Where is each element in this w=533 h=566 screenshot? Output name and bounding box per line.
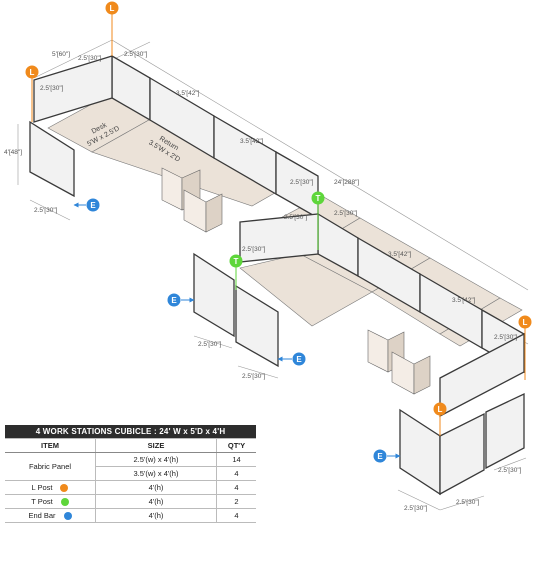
- end-bar-markers: E E E E: [73, 198, 401, 463]
- l-post-item: L Post: [5, 480, 96, 495]
- svg-text:T: T: [234, 257, 239, 266]
- t-post-badge-1: [311, 191, 325, 205]
- svg-text:L: L: [30, 68, 35, 77]
- table-row: 3.5'(w) x 4'(h) 4: [5, 466, 256, 481]
- l-post-badge-4: [433, 402, 447, 416]
- dim-top-30-c: 2.5'[30"]: [290, 179, 314, 186]
- panel-end-left: [29, 120, 75, 198]
- t-post-label: T Post: [31, 496, 53, 506]
- dim-top-42-b: 3.5'[42"]: [240, 138, 264, 145]
- t-post-dot-icon: [60, 498, 69, 506]
- end-bar-dot-icon: [63, 512, 72, 520]
- dim-mid-42-a: 3.5'[42"]: [388, 251, 412, 258]
- table-title: 4 WORK STATIONS CUBICLE : 24' W x 5'D x …: [5, 425, 256, 439]
- svg-text:L: L: [438, 405, 443, 414]
- qty-cell: 4: [216, 480, 256, 495]
- qty-cell: 2: [216, 494, 256, 509]
- l-post-badge-1: [105, 1, 119, 15]
- end-bar-label: End Bar: [28, 510, 56, 520]
- svg-text:E: E: [90, 201, 96, 210]
- t-post-item: T Post: [5, 494, 96, 509]
- parts-table: 4 WORK STATIONS CUBICLE : 24' W x 5'D x …: [5, 425, 256, 523]
- panel-mid-divider: [239, 213, 319, 263]
- table-row: End Bar 4'(h) 4: [5, 508, 256, 523]
- end-bar-badge-2: [167, 293, 181, 307]
- dim-mid-30-a: 2.5'[30"]: [334, 210, 358, 217]
- end-bar-badge-1: [86, 198, 100, 212]
- l-post-dot-icon: [60, 484, 69, 492]
- header-size: SIZE: [95, 438, 217, 453]
- dim-right-30-b: 2.5'[30"]: [498, 467, 522, 474]
- panel-end-right-a: [399, 408, 441, 496]
- size-cell: 4'(h): [95, 508, 217, 523]
- dim-left-30: 2.5'[30"]: [40, 85, 64, 92]
- t-post-markers: T T: [229, 191, 325, 290]
- svg-text:E: E: [296, 355, 302, 364]
- dim-top-30-a: 2.5'[30"]: [78, 55, 102, 62]
- dim-bottom-mid-30-b: 2.5'[30"]: [242, 373, 266, 380]
- fabric-panel-label: Fabric Panel: [5, 452, 96, 481]
- panel-end-mid-b: [235, 284, 279, 368]
- dim-mid-30-b: 2.5'[30"]: [284, 214, 308, 221]
- pedestal-3: [367, 329, 389, 373]
- dim-bottom-left-30: 2.5'[30"]: [34, 207, 58, 214]
- header-item: ITEM: [5, 438, 96, 453]
- panel-left-1: [33, 55, 113, 123]
- panel-end-right-b: [439, 412, 485, 496]
- size-cell: 3.5'(w) x 4'(h): [95, 466, 217, 481]
- front-panels: [29, 120, 525, 496]
- pedestals: [161, 167, 431, 395]
- qty-cell: 4: [216, 508, 256, 523]
- end-bar-badge-4: [373, 449, 387, 463]
- table-row: Fabric Panel 2.5'(w) x 4'(h) 14: [5, 452, 256, 481]
- l-post-badge-2: [25, 65, 39, 79]
- end-bar-badge-3: [292, 352, 306, 366]
- svg-text:E: E: [171, 296, 177, 305]
- dim-height-48: 4'[48"]: [4, 149, 22, 156]
- panel-end-mid-a: [193, 252, 235, 338]
- size-cell: 4'(h): [95, 480, 217, 495]
- table-header-row: ITEM SIZE QT'Y: [5, 438, 256, 453]
- table-row: T Post 4'(h) 2: [5, 494, 256, 509]
- size-cell: 2.5'(w) x 4'(h): [95, 452, 217, 467]
- dim-top-42-a: 3.5'[42"]: [176, 90, 200, 97]
- size-cell: 4'(h): [95, 494, 217, 509]
- end-bar-item: End Bar: [5, 508, 96, 523]
- dim-bottom-right-30-b: 2.5'[30"]: [456, 499, 480, 506]
- dim-right-30-a: 2.5'[30"]: [494, 334, 518, 341]
- dim-mid-42-b: 3.5'[42"]: [452, 297, 476, 304]
- l-post-badge-3: [518, 315, 532, 329]
- l-post-markers: L L L L: [25, 1, 532, 436]
- header-qty: QT'Y: [216, 438, 256, 453]
- svg-text:L: L: [110, 4, 115, 13]
- dim-top-60: 5'[60"]: [52, 51, 70, 58]
- dim-bottom-right-30-a: 2.5'[30"]: [404, 505, 428, 512]
- pedestal-2: [183, 189, 207, 233]
- dim-top-30-b: 2.5'[30"]: [124, 51, 148, 58]
- table-row: L Post 4'(h) 4: [5, 480, 256, 495]
- l-post-label: L Post: [31, 482, 53, 492]
- svg-text:L: L: [523, 318, 528, 327]
- dim-bottom-mid-30-a: 2.5'[30"]: [198, 341, 222, 348]
- dim-total-288: 24'[288"]: [334, 179, 359, 186]
- dim-mid-30-c: 2.5'[30"]: [242, 246, 266, 253]
- dimension-labels: 5'[60"] 2.5'[30"] 2.5'[30"] 2.5'[30"] 4'…: [4, 51, 522, 512]
- svg-text:T: T: [316, 194, 321, 203]
- t-post-badge-2: [229, 254, 243, 268]
- qty-cell: 14: [216, 452, 256, 467]
- back-panels: [33, 54, 525, 418]
- pedestal-4: [391, 351, 415, 395]
- panel-end-right-c: [485, 392, 525, 470]
- svg-text:E: E: [377, 452, 383, 461]
- qty-cell: 4: [216, 466, 256, 481]
